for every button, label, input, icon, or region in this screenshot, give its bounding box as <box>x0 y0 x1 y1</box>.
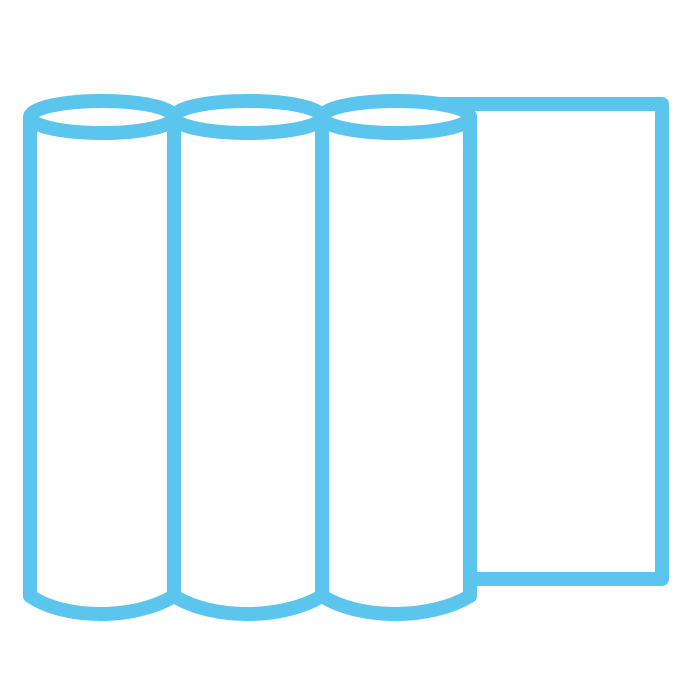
roll-1-body <box>23 110 181 621</box>
roll-2 <box>167 94 329 621</box>
roll-1 <box>23 94 181 621</box>
paper-sheet <box>395 97 669 586</box>
roll-3 <box>315 94 477 621</box>
roll-2-top-ellipse <box>167 94 329 140</box>
roll-3-body <box>315 110 477 621</box>
roll-2-body <box>167 110 329 621</box>
roll-1-top-ellipse <box>23 94 181 140</box>
roll-3-top-ellipse <box>315 94 477 140</box>
